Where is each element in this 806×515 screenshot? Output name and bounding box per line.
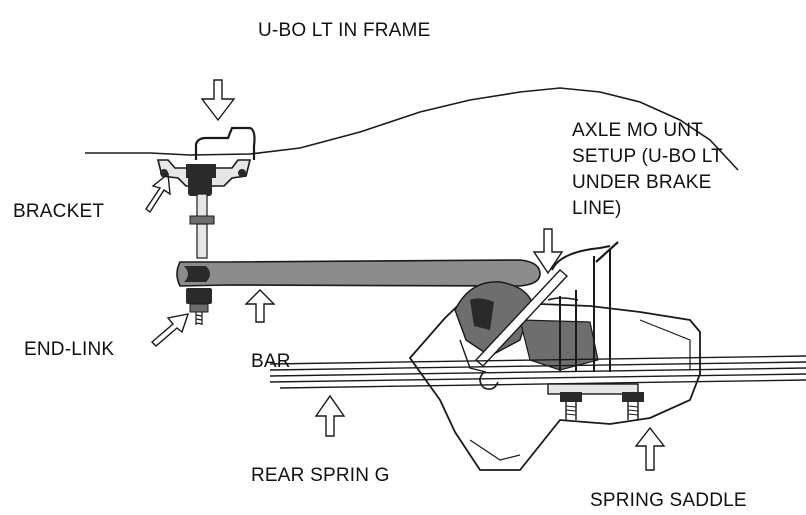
label-bracket: BRACKET — [13, 201, 105, 222]
axle-link — [474, 269, 569, 367]
label-axle-mount-line-4: LINE) — [572, 198, 622, 219]
end-link — [186, 176, 215, 325]
callout-arrow-end-link — [150, 313, 190, 347]
callout-arrow-rear-spring — [314, 394, 346, 437]
label-end-link: END-LINK — [24, 339, 115, 360]
label-u-bolt-in-frame: U-BO LT IN FRAME — [258, 20, 431, 41]
label-axle-mount-setup: AXLE MO UNT SETUP (U-BO LT UNDER BRAKE L… — [572, 118, 762, 222]
callout-arrow-bracket — [145, 172, 171, 214]
axle-mount-u-bolts — [547, 241, 619, 372]
label-axle-mount-line-1: AXLE MO UNT — [572, 120, 703, 141]
label-rear-spring: REAR SPRIN G — [251, 465, 390, 486]
callout-arrow-axle-mount — [532, 228, 564, 275]
rear-spring — [269, 355, 806, 389]
label-spring-saddle: SPRING SADDLE — [590, 490, 747, 511]
sway-bar — [176, 259, 541, 287]
frame-u-bolt — [194, 126, 256, 160]
frame-outline — [85, 87, 739, 171]
label-bar: BAR — [251, 351, 291, 372]
callout-arrow-spring-saddle — [634, 426, 666, 471]
callout-arrow-frame-u-bolt — [200, 79, 236, 122]
spring-saddle — [547, 383, 644, 420]
label-axle-mount-line-2: SETUP (U-BO LT — [572, 146, 723, 167]
label-axle-mount-line-3: UNDER BRAKE — [572, 172, 712, 193]
callout-arrow-bar — [244, 289, 276, 323]
